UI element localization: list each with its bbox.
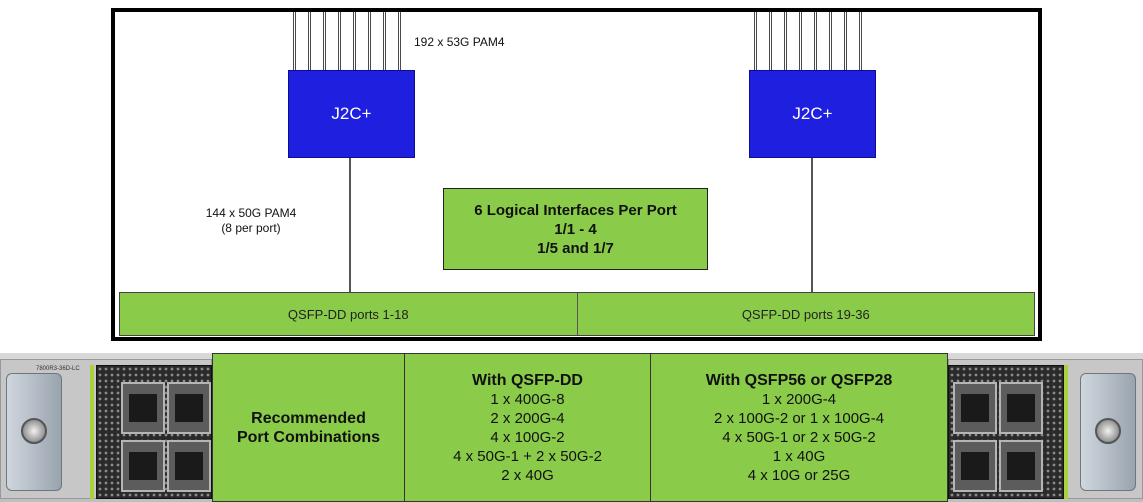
logical-line-1: 6 Logical Interfaces Per Port — [474, 201, 677, 219]
serdes-lane — [293, 12, 296, 70]
serdes-lane — [308, 12, 311, 70]
rec-qsfp56-heading: With QSFP56 or QSFP28 — [705, 371, 893, 389]
j2c-chip-left: J2C+ — [288, 70, 415, 158]
serdes-top-label: 192 x 53G PAM4 — [414, 35, 505, 49]
port-cage-2 — [167, 382, 211, 434]
rec-qsfp-dd-item: 1 x 400G-8 — [490, 390, 565, 408]
serdes-lane — [784, 12, 787, 70]
serdes-bottom-line-1: 144 x 50G PAM4 — [205, 206, 297, 220]
rec-qsfp-dd-heading: With QSFP-DD — [472, 371, 583, 389]
port-cage-6 — [999, 382, 1043, 434]
rec-qsfp-dd-item: 4 x 100G-2 — [490, 428, 565, 446]
rec-qsfp56-item: 2 x 100G-2 or 1 x 100G-4 — [713, 409, 885, 427]
serdes-lane — [754, 12, 757, 70]
port-cage-5 — [953, 382, 997, 434]
serdes-lane — [383, 12, 386, 70]
rec-qsfp56-item: 1 x 40G — [772, 447, 826, 465]
linecard-model-label: 7800R3-36D-LC — [36, 366, 80, 372]
rec-qsfp56-cell: With QSFP56 or QSFP28 1 x 200G-4 2 x 100… — [650, 354, 947, 501]
serdes-lane — [829, 12, 832, 70]
port-cage-1 — [121, 382, 165, 434]
rec-qsfp56-item: 4 x 50G-1 or 2 x 50G-2 — [722, 428, 876, 446]
serdes-lane — [338, 12, 341, 70]
logical-interfaces-box: 6 Logical Interfaces Per Port 1/1 - 4 1/… — [443, 188, 708, 270]
serdes-lane — [323, 12, 326, 70]
port-cage-7 — [953, 440, 997, 492]
rec-title-line-2: Port Combinations — [236, 428, 381, 446]
qsfp-dd-ports-bar: QSFP-DD ports 1-18 QSFP-DD ports 19-36 — [119, 292, 1035, 336]
j2c-chip-right: J2C+ — [749, 70, 876, 158]
rec-qsfp56-item: 1 x 200G-4 — [761, 390, 837, 408]
rec-qsfp56-item: 4 x 10G or 25G — [747, 466, 851, 484]
serdes-lane — [859, 12, 862, 70]
panel-rim-right — [1064, 365, 1068, 499]
port-cage-8 — [999, 440, 1043, 492]
ejector-handle-right — [1080, 373, 1136, 491]
serdes-lane — [844, 12, 847, 70]
serdes-lane — [368, 12, 371, 70]
chip-left-label: J2C+ — [331, 104, 372, 123]
thumbscrew-right-icon — [1095, 418, 1121, 444]
serdes-bottom-line-2: (8 per port) — [221, 221, 281, 235]
ports-left: QSFP-DD ports 1-18 — [287, 306, 409, 322]
panel-rim-left — [90, 365, 94, 499]
port-cage-4 — [167, 440, 211, 492]
chip-right-port-link — [811, 158, 813, 292]
ejector-handle-left — [6, 373, 62, 491]
diagram-frame — [111, 8, 1042, 341]
rec-qsfp-dd-item: 4 x 50G-1 + 2 x 50G-2 — [453, 447, 602, 465]
chip-left-port-link — [349, 158, 351, 292]
rec-title-line-1: Recommended — [251, 409, 366, 427]
serdes-lane — [769, 12, 772, 70]
recommended-combinations-table: Recommended Port Combinations With QSFP-… — [212, 353, 948, 502]
port-panel-left — [96, 365, 212, 499]
thumbscrew-left-icon — [21, 418, 47, 444]
rec-title-cell: Recommended Port Combinations — [213, 354, 404, 501]
chip-right-label: J2C+ — [792, 104, 833, 123]
rec-qsfp-dd-item: 2 x 40G — [501, 466, 554, 484]
port-panel-right — [948, 365, 1064, 499]
serdes-lane — [398, 12, 401, 70]
serdes-lane — [814, 12, 817, 70]
logical-line-3: 1/5 and 1/7 — [537, 239, 614, 257]
rec-qsfp-dd-cell: With QSFP-DD 1 x 400G-8 2 x 200G-4 4 x 1… — [404, 354, 650, 501]
serdes-lane — [799, 12, 802, 70]
rec-qsfp-dd-item: 2 x 200G-4 — [490, 409, 565, 427]
logical-line-2: 1/1 - 4 — [554, 220, 597, 238]
port-cage-3 — [121, 440, 165, 492]
serdes-bottom-label: 144 x 50G PAM4 (8 per port) — [190, 206, 312, 236]
serdes-lane — [353, 12, 356, 70]
ports-right: QSFP-DD ports 19-36 — [576, 293, 1035, 335]
